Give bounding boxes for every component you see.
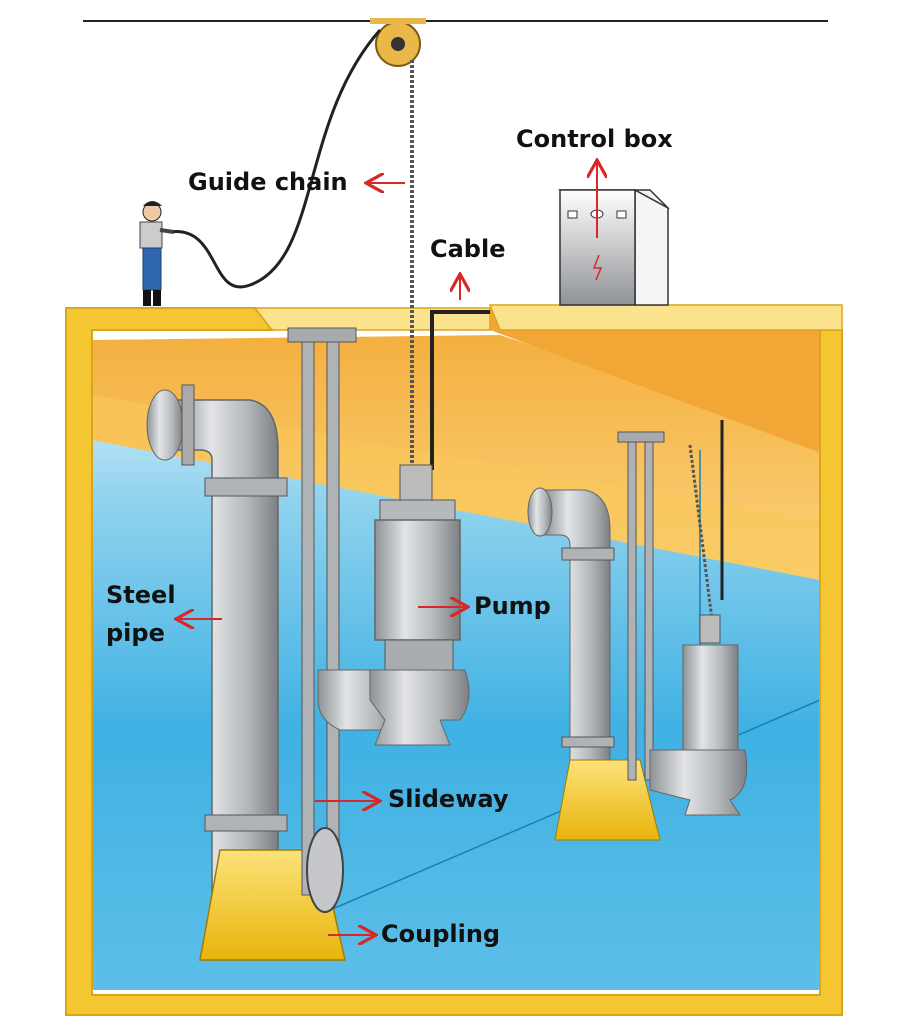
label-slideway: Slideway (388, 785, 509, 813)
label-control-box: Control box (516, 125, 673, 153)
slideway-rail-left-b (326, 334, 340, 896)
label-guide-chain: Guide chain (188, 168, 348, 196)
slideway-rail-left-a (301, 334, 315, 896)
cable (430, 310, 490, 470)
right-slab (490, 305, 840, 460)
control-box (558, 188, 670, 306)
steel-pipe-right (527, 487, 615, 801)
rope (169, 29, 382, 289)
label-cable: Cable (430, 235, 506, 263)
label-coupling: Coupling (381, 920, 501, 948)
label-steel-pipe-2: pipe (106, 619, 165, 647)
pump-right (649, 614, 748, 816)
worker (139, 201, 175, 306)
pump-left (369, 464, 470, 746)
label-steel-pipe-1: Steel (106, 581, 176, 609)
label-pump: Pump (474, 592, 551, 620)
